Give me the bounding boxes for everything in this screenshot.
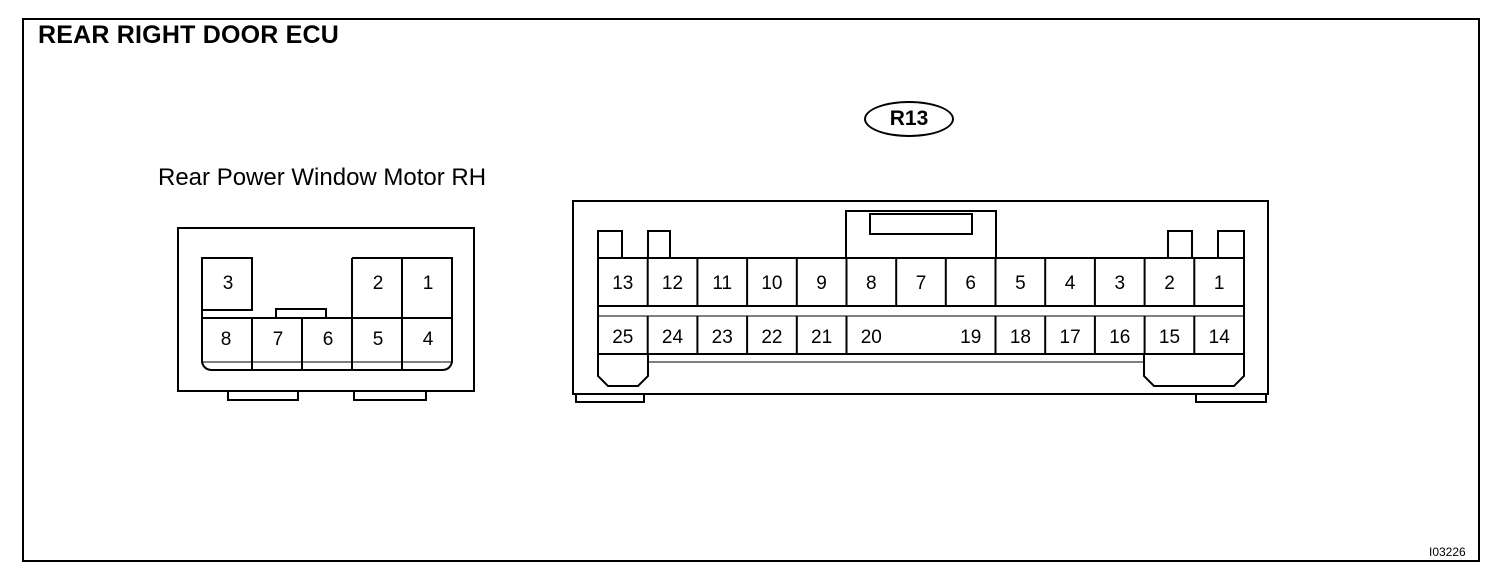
ecu-connector-foot-right	[1195, 393, 1267, 403]
ecu-pin-19: 19	[960, 327, 981, 348]
motor-pin-labels: 3 2 1 8 7 6 5 4	[221, 273, 434, 350]
connector-id-badge: R13	[864, 101, 954, 137]
motor-connector-label: Rear Power Window Motor RH	[158, 164, 487, 191]
motor-connector-foot-left	[227, 390, 299, 401]
ecu-pin-9: 9	[816, 273, 827, 294]
ecu-pin-7: 7	[916, 273, 927, 294]
ecu-tab-left-inner	[647, 230, 671, 258]
motor-bottom-outline	[201, 310, 453, 371]
ecu-connector-key-slot	[869, 213, 973, 235]
ecu-pin-8: 8	[866, 273, 877, 294]
motor-connector-foot-right	[353, 390, 427, 401]
ecu-pin-25: 25	[612, 327, 633, 348]
ecu-pin-22: 22	[761, 327, 782, 348]
ecu-tab-right-outer	[1217, 230, 1245, 258]
motor-pin-7: 7	[273, 329, 284, 350]
motor-top-right-outline	[352, 257, 453, 318]
ecu-pin-1: 1	[1214, 273, 1225, 294]
reference-code: I03226	[1429, 545, 1466, 559]
ecu-pin-6: 6	[965, 273, 976, 294]
ecu-pin-23: 23	[712, 327, 733, 348]
ecu-pin-4: 4	[1065, 273, 1076, 294]
ecu-latch-right	[1143, 354, 1245, 387]
motor-pin-1: 1	[423, 273, 434, 294]
ecu-pin-3: 3	[1115, 273, 1126, 294]
motor-pin-3: 3	[223, 273, 234, 294]
ecu-cavity-dividers	[646, 258, 1196, 354]
ecu-tab-left-outer	[597, 230, 623, 258]
motor-pin-6: 6	[323, 329, 334, 350]
ecu-pin-24: 24	[662, 327, 684, 348]
ecu-pin-17: 17	[1060, 327, 1081, 348]
ecu-pin-20: 20	[861, 327, 882, 348]
motor-connector-housing	[177, 227, 475, 392]
ecu-connector-housing	[572, 200, 1269, 395]
motor-connector: 3 2 1 8 7 6 5 4	[177, 227, 475, 401]
ecu-pin-5: 5	[1015, 273, 1026, 294]
ecu-pin-21: 21	[811, 327, 832, 348]
motor-pin-5: 5	[373, 329, 384, 350]
diagram-title: REAR RIGHT DOOR ECU	[38, 21, 340, 49]
ecu-pin-2: 2	[1164, 273, 1175, 294]
ecu-pin-11: 11	[712, 273, 732, 294]
ecu-pin-13: 13	[612, 273, 633, 294]
ecu-latch-left	[597, 354, 649, 387]
motor-latch	[275, 308, 327, 319]
ecu-tab-right-inner	[1167, 230, 1193, 258]
motor-pin-2: 2	[373, 273, 384, 294]
ecu-pin-14: 14	[1209, 327, 1231, 348]
ecu-pin-15: 15	[1159, 327, 1180, 348]
ecu-connector-foot-left	[575, 393, 645, 403]
ecu-pin-16: 16	[1109, 327, 1130, 348]
motor-pin-8: 8	[221, 329, 232, 350]
ecu-pin-10: 10	[761, 273, 782, 294]
ecu-pin-12: 12	[662, 273, 683, 294]
motor-cavity-3-outline	[201, 257, 253, 311]
ecu-pin-18: 18	[1010, 327, 1031, 348]
diagram-frame	[22, 18, 1480, 562]
motor-pin-4: 4	[423, 329, 434, 350]
